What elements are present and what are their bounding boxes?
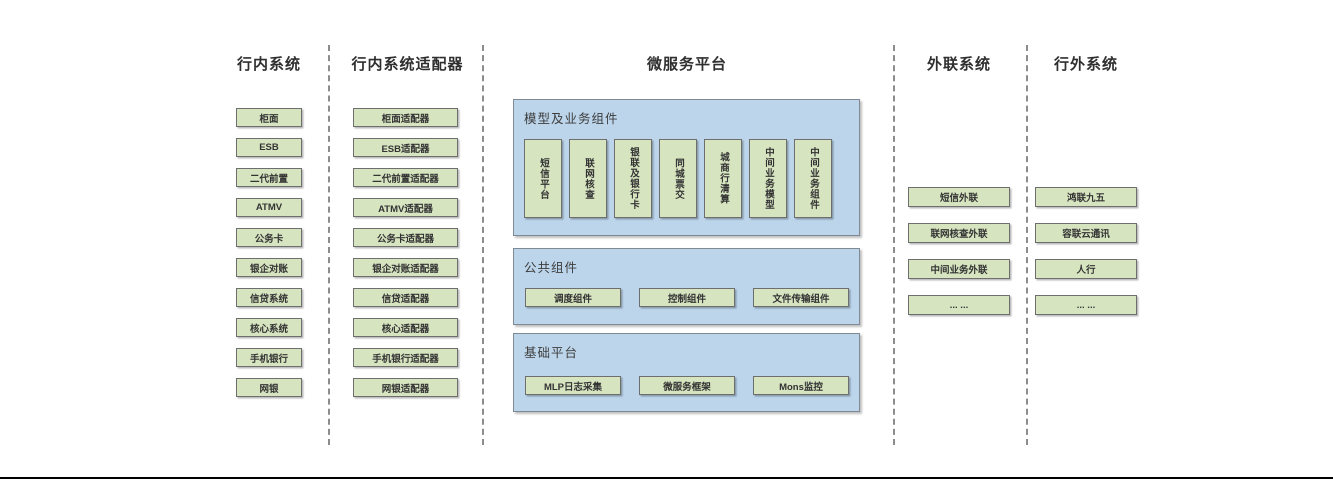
internal-adapters-column: 柜面适配器 ESB适配器 二代前置适配器 ATMV适配器 公务卡适配器 银企对账… <box>353 108 458 408</box>
internal-system-box: ESB <box>236 138 302 157</box>
adapter-box: 二代前置适配器 <box>353 168 458 187</box>
column-heading-outside-systems: 行外系统 <box>1053 56 1118 73</box>
divider-line-2 <box>482 45 484 445</box>
external-link-box: 短信外联 <box>908 187 1010 207</box>
external-link-box: ... ... <box>908 295 1010 315</box>
internal-system-box: 手机银行 <box>236 348 302 367</box>
external-link-box: 中间业务外联 <box>908 259 1010 279</box>
panel-title: 公共组件 <box>524 261 579 275</box>
internal-system-box: 核心系统 <box>236 318 302 337</box>
adapter-box: ATMV适配器 <box>353 198 458 217</box>
base-platform-box: Mons监控 <box>753 376 849 395</box>
base-platform-box: MLP日志采集 <box>525 376 621 395</box>
outside-system-box: 容联云通讯 <box>1035 223 1137 243</box>
base-platform-panel: 基础平台 MLP日志采集 微服务框架 Mons监控 <box>513 333 860 412</box>
outside-systems-column: 鸿联九五 容联云通讯 人行 ... ... <box>1035 187 1137 331</box>
adapter-box: 柜面适配器 <box>353 108 458 127</box>
adapter-box: 核心适配器 <box>353 318 458 337</box>
internal-system-box: ATMV <box>236 198 302 217</box>
common-components-row: 调度组件 控制组件 文件传输组件 <box>525 288 849 307</box>
divider-line-4 <box>1026 45 1028 445</box>
internal-system-box: 信贷系统 <box>236 288 302 307</box>
internal-systems-column: 柜面 ESB 二代前置 ATMV 公务卡 银企对账 信贷系统 核心系统 手机银行… <box>236 108 302 408</box>
common-components-panel: 公共组件 调度组件 控制组件 文件传输组件 <box>513 248 860 325</box>
adapter-box: 手机银行适配器 <box>353 348 458 367</box>
internal-system-box: 银企对账 <box>236 258 302 277</box>
adapter-box: 银企对账适配器 <box>353 258 458 277</box>
outside-system-box: 人行 <box>1035 259 1137 279</box>
outside-system-box: ... ... <box>1035 295 1137 315</box>
column-heading-internal-adapters: 行内系统适配器 <box>351 56 464 73</box>
adapter-box: 网银适配器 <box>353 378 458 397</box>
base-platform-box: 微服务框架 <box>639 376 735 395</box>
base-platform-row: MLP日志采集 微服务框架 Mons监控 <box>525 376 849 395</box>
model-business-components-panel: 模型及业务组件 短信平台 联网核查 银联及银行卡 同城票交 城商行清算 中间业务… <box>513 99 860 236</box>
external-link-box: 联网核查外联 <box>908 223 1010 243</box>
divider-line-1 <box>328 45 330 445</box>
adapter-box: ESB适配器 <box>353 138 458 157</box>
model-component-box: 短信平台 <box>524 139 562 218</box>
external-link-systems-column: 短信外联 联网核查外联 中间业务外联 ... ... <box>908 187 1010 331</box>
internal-system-box: 公务卡 <box>236 228 302 247</box>
model-component-box: 银联及银行卡 <box>614 139 652 218</box>
adapter-box: 信贷适配器 <box>353 288 458 307</box>
panel-title: 模型及业务组件 <box>524 112 619 126</box>
model-component-box: 同城票交 <box>659 139 697 218</box>
internal-system-box: 二代前置 <box>236 168 302 187</box>
column-heading-internal-systems: 行内系统 <box>236 56 301 73</box>
adapter-box: 公务卡适配器 <box>353 228 458 247</box>
model-component-box: 中间业务组件 <box>794 139 832 218</box>
column-heading-microservice-platform: 微服务平台 <box>646 56 727 73</box>
internal-system-box: 柜面 <box>236 108 302 127</box>
panel-title: 基础平台 <box>524 346 579 360</box>
common-component-box: 控制组件 <box>639 288 735 307</box>
common-component-box: 文件传输组件 <box>753 288 849 307</box>
column-heading-external-link-systems: 外联系统 <box>926 56 991 73</box>
internal-system-box: 网银 <box>236 378 302 397</box>
divider-line-3 <box>893 45 895 445</box>
model-component-box: 城商行清算 <box>704 139 742 218</box>
model-components-row: 短信平台 联网核查 银联及银行卡 同城票交 城商行清算 中间业务模型 中间业务组… <box>524 139 832 218</box>
common-component-box: 调度组件 <box>525 288 621 307</box>
model-component-box: 中间业务模型 <box>749 139 787 218</box>
bottom-border-line <box>0 477 1333 479</box>
outside-system-box: 鸿联九五 <box>1035 187 1137 207</box>
model-component-box: 联网核查 <box>569 139 607 218</box>
